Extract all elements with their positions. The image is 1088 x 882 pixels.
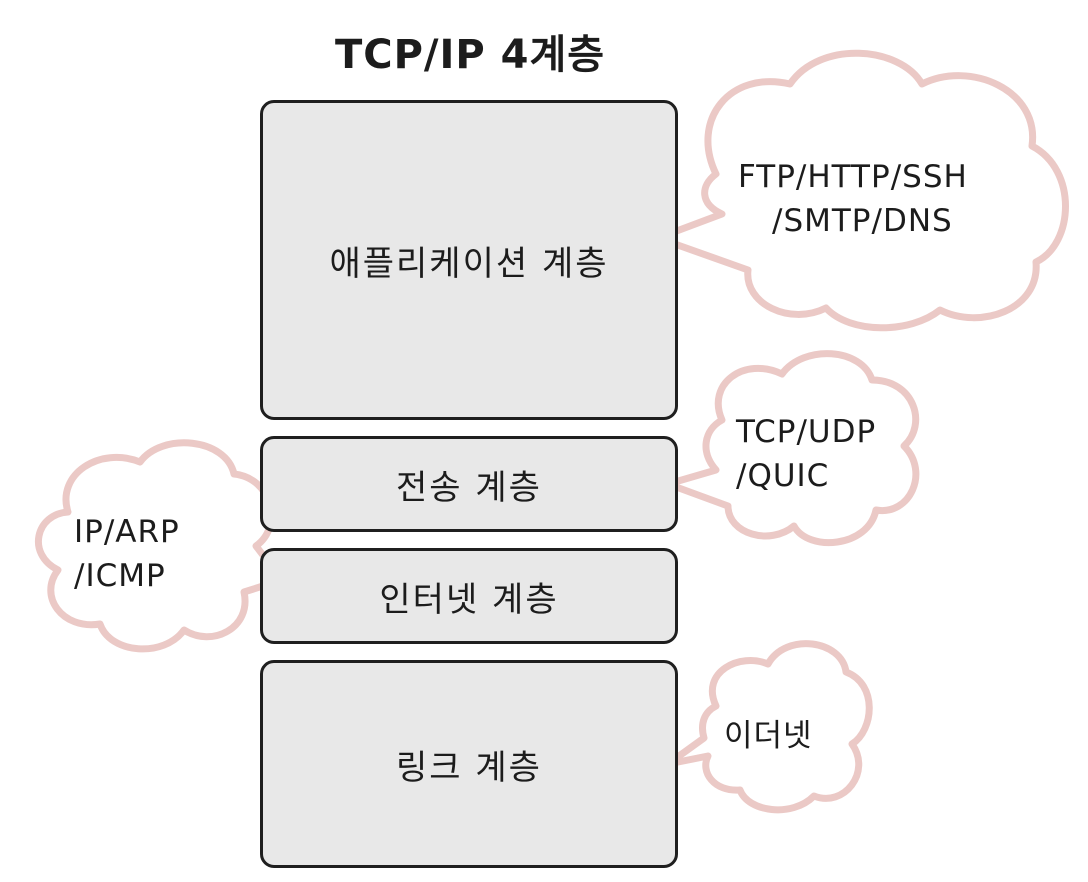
cloud-transport [664,350,920,547]
application-layer-label: 애플리케이션 계층 [329,243,609,284]
internet-protocols-line-1: IP/ARP [74,514,180,550]
application-layer-box: 애플리케이션 계층 [260,100,678,420]
internet-protocols: IP/ARP /ICMP [74,510,180,598]
cloud-application [654,49,1069,332]
link-protocols-line-1: 이더넷 [724,718,813,754]
transport-layer-box: 전송 계층 [260,436,678,532]
application-protocols-line-2: /SMTP/DNS [772,203,953,239]
transport-protocols: TCP/UDP /QUIC [736,410,876,498]
internet-protocols-line-2: /ICMP [74,558,166,594]
diagram-title: TCP/IP 4계층 [334,32,606,78]
cloud-link [664,640,873,814]
internet-layer-box: 인터넷 계층 [260,548,678,644]
transport-protocols-line-2: /QUIC [736,458,830,494]
application-protocols-line-1: FTP/HTTP/SSH [738,159,968,195]
link-layer-box: 링크 계층 [260,660,678,868]
link-layer-label: 링크 계층 [396,747,542,788]
transport-layer-label: 전송 계층 [396,467,542,508]
cloud-internet [35,439,286,653]
transport-protocols-line-1: TCP/UDP [736,414,877,450]
link-protocols: 이더넷 [724,714,813,758]
application-protocols: FTP/HTTP/SSH /SMTP/DNS [738,155,968,243]
internet-layer-label: 인터넷 계층 [379,579,559,620]
